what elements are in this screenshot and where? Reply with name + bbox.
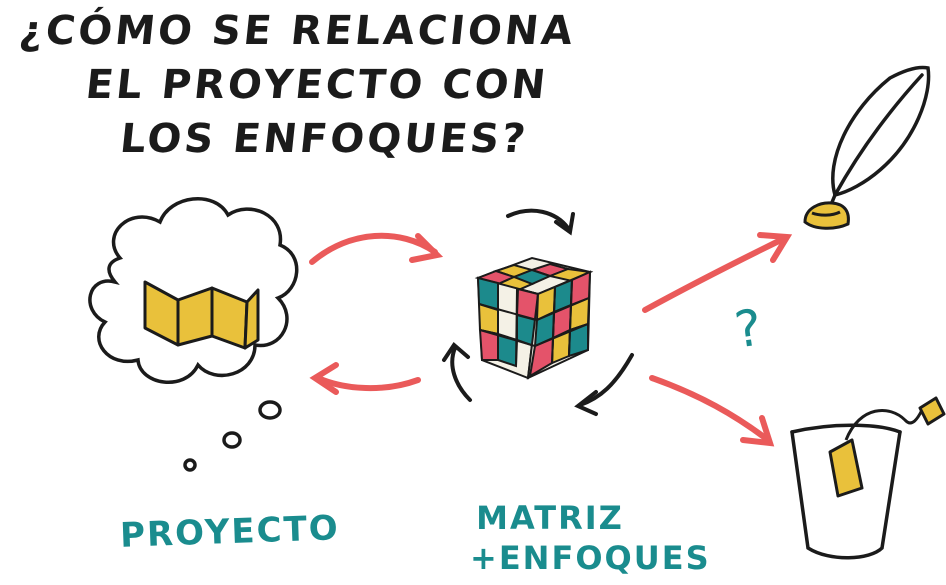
rotation-arrows bbox=[442, 208, 634, 416]
label-proyecto: PROYECTO bbox=[119, 508, 341, 556]
title-line-2: EL PROYECTO CON bbox=[83, 62, 551, 108]
arrow-matrix-to-tea bbox=[649, 375, 775, 447]
arrow-project-to-matrix bbox=[309, 232, 444, 265]
arrow-matrix-to-quill bbox=[642, 232, 793, 313]
folded-map-icon bbox=[143, 280, 260, 350]
title-line-3: LOS ENFOQUES? bbox=[117, 116, 531, 162]
quill-feather-icon bbox=[826, 65, 931, 214]
label-matriz-line-2: +ENFOQUES bbox=[470, 539, 711, 577]
label-matriz-line-1: MATRIZ bbox=[476, 499, 624, 537]
ink-pot-icon bbox=[803, 201, 850, 230]
rubiks-cube-icon bbox=[474, 256, 594, 380]
title-line-1: ¿CÓMO SE RELACIONA bbox=[17, 8, 578, 54]
diagram-title: ¿CÓMO SE RELACIONA EL PROYECTO CON LOS E… bbox=[5, 4, 622, 166]
label-matriz-enfoques: MATRIZ +ENFOQUES bbox=[450, 498, 711, 578]
arrow-matrix-to-project bbox=[309, 362, 421, 395]
thought-cloud-icon bbox=[88, 197, 299, 472]
tea-bag-icon bbox=[828, 396, 946, 498]
